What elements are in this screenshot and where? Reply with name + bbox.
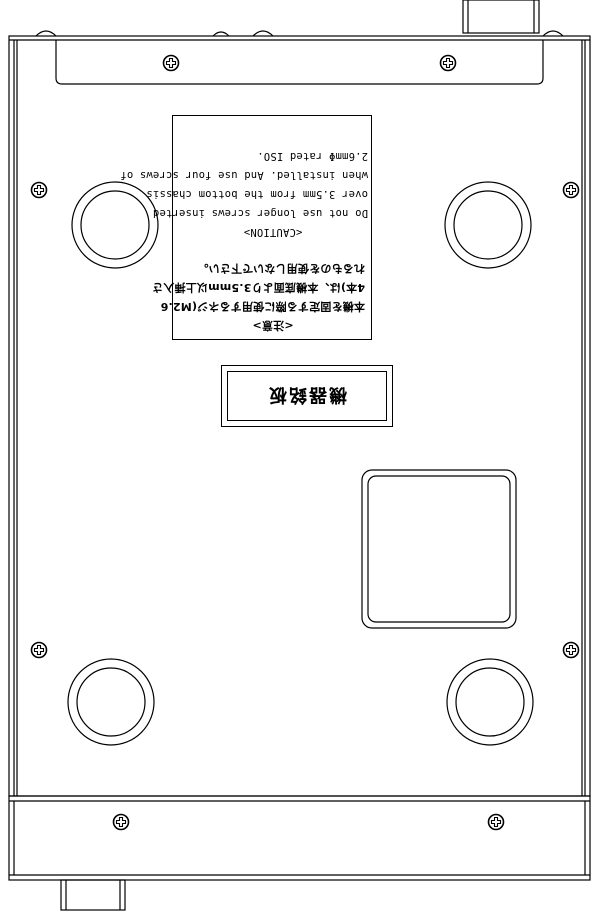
caution-heading-en: <CAUTION> bbox=[243, 226, 303, 238]
top-connector bbox=[462, 0, 540, 34]
caution-line-jp-3: れるものを使用しないで下さい。 bbox=[197, 262, 365, 275]
screw-icon bbox=[30, 641, 48, 659]
bottom-connector bbox=[60, 879, 126, 911]
caution-line-en-4: 2.6mmΦ rated ISO. bbox=[257, 150, 368, 162]
screw-icon bbox=[562, 181, 580, 199]
screw-icon bbox=[30, 181, 48, 199]
name-plate: 機器銘板 bbox=[221, 365, 393, 427]
top-knobs bbox=[35, 30, 564, 37]
screw-icon bbox=[562, 641, 580, 659]
caution-line-jp-1: 本機を固定する際に使用するネジ(M2.6 bbox=[160, 300, 365, 313]
top-bracket bbox=[55, 40, 544, 85]
name-plate-border bbox=[227, 371, 387, 421]
square-opening bbox=[361, 469, 517, 629]
caution-line-en-3: when installed. And use four screws of bbox=[120, 169, 368, 181]
rubber-feet bbox=[67, 181, 534, 746]
caution-label: <注意> 本機を固定する際に使用するネジ(M2.6 4本)は、本機底面より3.5… bbox=[120, 115, 372, 340]
chassis-body bbox=[8, 35, 591, 797]
screws bbox=[30, 54, 580, 831]
caution-heading-jp: <注意> bbox=[252, 319, 294, 332]
screw-icon bbox=[112, 813, 130, 831]
screw-icon bbox=[162, 54, 180, 72]
screw-icon bbox=[439, 54, 457, 72]
caution-line-en-2: over 3.5mm from the bottom chassis bbox=[146, 188, 368, 200]
name-plate-text: 機器銘板 bbox=[267, 384, 347, 405]
screw-icon bbox=[487, 813, 505, 831]
front-panel bbox=[8, 795, 591, 881]
caution-line-jp-2: 4本)は、本機底面より3.5mm以上挿入さ bbox=[151, 281, 365, 294]
caution-line-en-1: Do not use longer screws inserted bbox=[152, 207, 368, 219]
